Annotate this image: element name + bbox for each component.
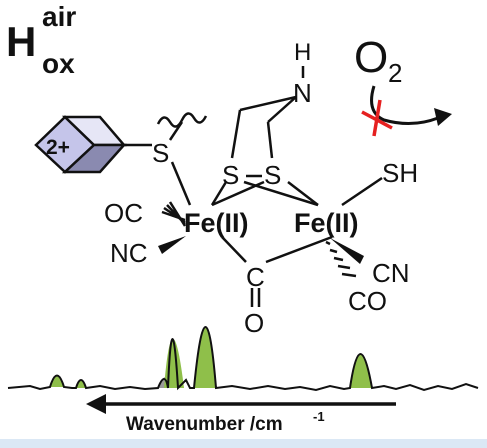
- label-n: N: [293, 78, 312, 108]
- label-s-bridge-right: S: [264, 160, 281, 190]
- title: H air ox: [6, 1, 76, 79]
- ir-spectrum: [7, 326, 479, 392]
- label-sh: SH: [382, 158, 418, 188]
- inhibition-cross-icon: [361, 99, 393, 137]
- oxygen-blocked-group: O 2: [354, 33, 452, 137]
- axis-label: Wavenumber /cm: [126, 414, 283, 435]
- label-h: H: [294, 39, 311, 66]
- bond-fe-right-s2: [287, 181, 319, 206]
- bond-fe-left-s1: [210, 181, 228, 206]
- label-nc: NC: [110, 238, 148, 268]
- label-c-bridge: C: [246, 262, 265, 292]
- atom-labels: H N S S S SH OC NC Fe(II) Fe(II) C O CN …: [104, 39, 418, 338]
- wavenumber-axis: Wavenumber /cm -1: [86, 394, 396, 435]
- bond-s-fe-left: [170, 161, 192, 206]
- oxygen-arrow-head: [434, 108, 452, 126]
- oxygen-subscript: 2: [388, 58, 402, 88]
- label-o-bridge: O: [244, 308, 264, 338]
- stereo-bonds: [158, 201, 364, 278]
- bond-fe-right-s1: [243, 180, 319, 207]
- label-cn-right: CN: [372, 258, 410, 288]
- label-fe-left: Fe(II): [184, 208, 249, 238]
- bond-fe-right-c: [265, 235, 333, 264]
- label-fe-right: Fe(II): [294, 208, 359, 238]
- bond-fe-right-sh: [341, 176, 383, 207]
- oxygen-label: O: [354, 33, 388, 82]
- wedge-bond-nc: [158, 236, 186, 254]
- cube-right-face: [61, 143, 127, 174]
- label-co-right: CO: [348, 286, 387, 316]
- wedge-bond-cn-right: [330, 238, 364, 264]
- axis-arrow-head: [86, 394, 106, 414]
- title-superscript: air: [42, 1, 76, 32]
- iron-sulfur-cluster-cube: 2+: [34, 115, 127, 174]
- label-s-cys: S: [152, 138, 169, 168]
- bond-fe-left-c: [221, 236, 247, 263]
- axis-label-superscript: -1: [313, 409, 325, 424]
- hashed-bond-oc: [161, 201, 187, 227]
- oxygen-arrow-curve: [370, 85, 439, 125]
- wavy-cys-break: [156, 112, 208, 128]
- bottom-bar: [0, 439, 487, 448]
- hashed-bond-co-right: [325, 240, 357, 278]
- title-main: H: [6, 18, 36, 65]
- bond-lines: [124, 95, 383, 307]
- bond-ch2-right-down: [266, 121, 274, 159]
- bond-ch2-left-down: [230, 109, 242, 159]
- bond-n-ch2-right: [267, 96, 297, 123]
- title-subscript: ox: [42, 48, 75, 79]
- bond-n-ch2-left: [239, 95, 297, 112]
- label-oc: OC: [104, 198, 143, 228]
- cube-charge-label: 2+: [46, 136, 70, 159]
- spectrum-trace: [7, 326, 479, 392]
- label-s-bridge-left: S: [222, 160, 239, 190]
